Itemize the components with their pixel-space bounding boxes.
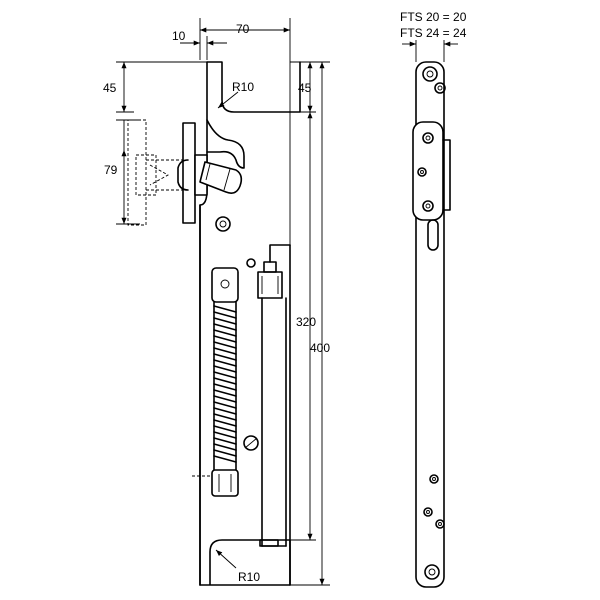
dim-height-45-right: 45 <box>298 81 312 95</box>
screw-hole-mid <box>246 258 256 268</box>
dim-height-320: 320 <box>296 315 316 329</box>
hinge-upper <box>206 119 245 169</box>
plate-inner-step <box>269 244 291 263</box>
handle-dashed-outline <box>127 119 183 226</box>
dim-height-400: 400 <box>310 341 330 355</box>
screw-hole-upper <box>215 216 231 232</box>
damper-cylinder <box>257 261 287 547</box>
plate-top-step <box>206 61 301 113</box>
spring-assembly <box>211 267 239 497</box>
side-view: FTS 20 = 20 FTS 24 = 24 <box>400 10 467 588</box>
front-view <box>127 61 301 586</box>
spring-coil <box>213 305 237 463</box>
dim-offset-10: 10 <box>172 29 186 43</box>
dim-height-45-left: 45 <box>103 81 117 95</box>
handle-knob <box>199 161 243 194</box>
dim-radius-top: R10 <box>232 80 254 94</box>
dim-radius-bottom: R10 <box>238 570 260 584</box>
dimension-labels: 70 10 45 79 R10 45 320 400 R10 <box>103 22 330 584</box>
side-slot <box>427 219 439 251</box>
side-label-fts20: FTS 20 = 20 <box>400 10 467 24</box>
dimension-lines <box>116 18 330 586</box>
side-bar <box>415 61 445 588</box>
dim-height-79: 79 <box>104 163 118 177</box>
side-top-pivot <box>422 66 438 82</box>
side-label-fts24: FTS 24 = 24 <box>400 26 467 40</box>
side-latch-plate <box>412 121 444 221</box>
screw-hole-lower <box>243 435 259 451</box>
side-bottom-pivot <box>424 564 440 580</box>
dim-width-70: 70 <box>236 22 250 36</box>
side-bottom-hole-1 <box>429 474 439 484</box>
